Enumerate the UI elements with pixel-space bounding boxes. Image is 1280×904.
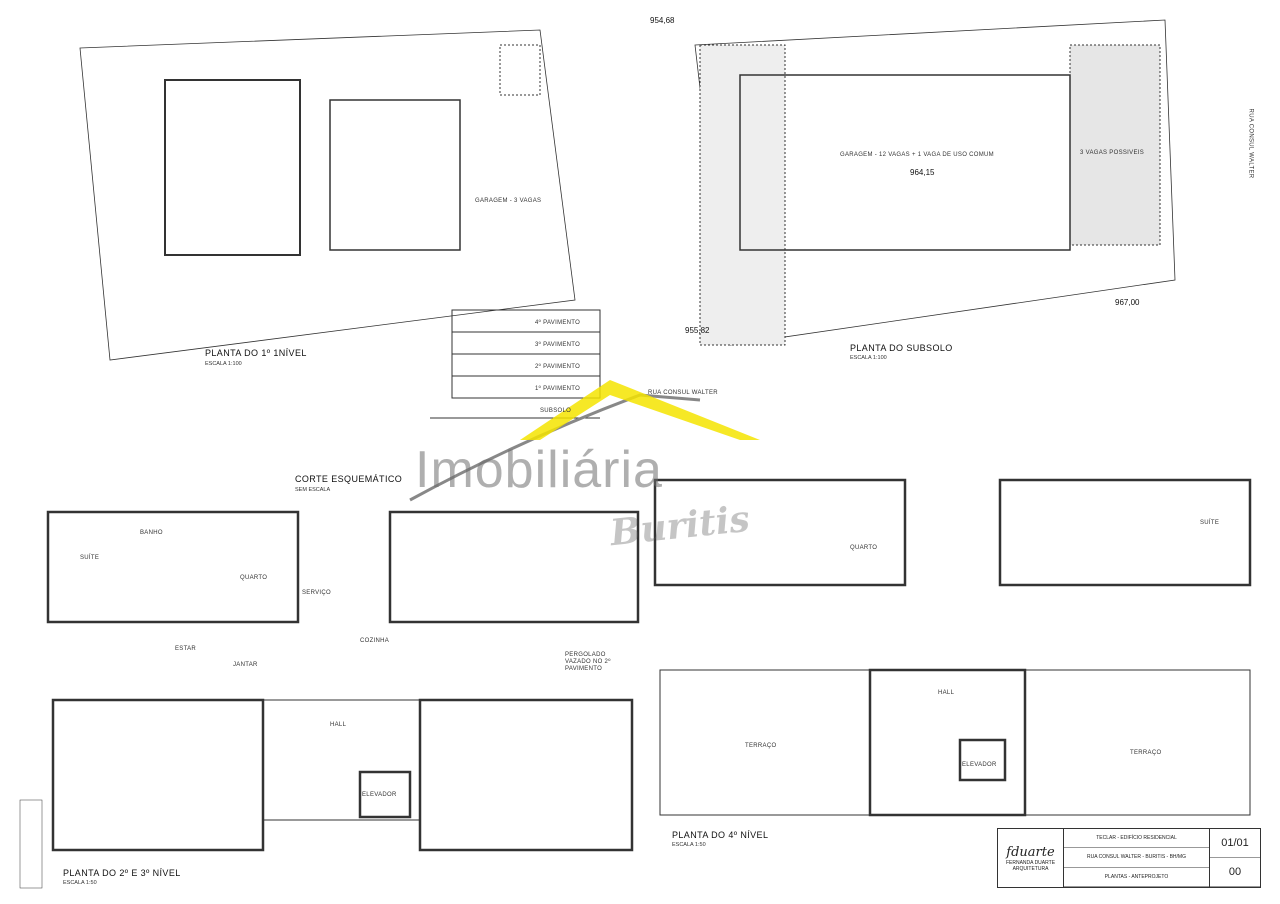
terrace-right	[1024, 669, 1251, 816]
basement-garden-left	[699, 44, 786, 346]
room-label: ELEVADOR	[962, 762, 997, 768]
sheet-content: PLANTAS - ANTEPROJETO	[1064, 868, 1209, 887]
room-label: HALL	[938, 690, 955, 696]
section-street: RUA CONSUL WALTER	[648, 390, 718, 396]
elevation-3: 967,00	[1115, 298, 1140, 307]
level23-outline	[46, 510, 640, 852]
elevation-1: 954,68	[650, 16, 675, 25]
room-label: ELEVADOR	[362, 792, 397, 798]
basement-title: PLANTA DO SUBSOLO	[850, 343, 953, 353]
elevation-2: 955,82	[685, 326, 710, 335]
sheet-number: 01/01	[1210, 829, 1260, 858]
firm-logo: fduarte FERNANDA DUARTE ARQUITETURA	[998, 829, 1064, 887]
room-label: JANTAR	[233, 662, 258, 668]
title-block: fduarte FERNANDA DUARTE ARQUITETURA TECL…	[997, 828, 1261, 888]
level23-title: PLANTA DO 2º E 3º NÍVEL	[63, 868, 181, 878]
room-label: SERVIÇO	[302, 590, 331, 596]
level4-scale: ESCALA 1:50	[672, 842, 706, 848]
level23-scale: ESCALA 1:50	[63, 880, 97, 886]
section-floor: 3º PAVIMENTO	[535, 342, 581, 348]
room-label: BANHO	[140, 530, 163, 536]
basement-garage: GARAGEM - 12 VAGAS + 1 VAGA DE USO COMUM	[840, 152, 994, 158]
basement-scale: ESCALA 1:100	[850, 355, 887, 361]
legend-table	[19, 799, 43, 889]
room-label: QUARTO	[850, 545, 878, 551]
room-label: HALL	[330, 722, 347, 728]
watermark-text: Imobiliária	[415, 441, 663, 499]
level4-title: PLANTA DO 4º NÍVEL	[672, 830, 769, 840]
firm-name: FERNANDA DUARTE ARQUITETURA	[1005, 859, 1056, 872]
site-outline-level1	[79, 29, 576, 361]
level1-title: PLANTA DO 1º 1NÍVEL	[205, 348, 307, 358]
basement-elevation: 964,15	[910, 168, 935, 177]
revision: 00	[1210, 858, 1260, 887]
section-floor: 2º PAVIMENTO	[535, 364, 581, 370]
room-label: SUÍTE	[1200, 520, 1220, 526]
watermark-roof	[520, 380, 760, 440]
logo-signature: fduarte	[1006, 844, 1055, 860]
section-floor: 4º PAVIMENTO	[535, 320, 581, 326]
basement-extra: 3 VAGAS POSSIVEIS	[1080, 150, 1145, 156]
room-label: TERRAÇO	[745, 743, 777, 749]
terrace-left	[659, 669, 871, 816]
section-floor: 1º PAVIMENTO	[535, 386, 581, 392]
section-title: CORTE ESQUEMÁTICO	[295, 474, 403, 484]
room-label: QUARTO	[240, 575, 268, 581]
section-floor: SUBSOLO	[540, 408, 572, 414]
level1-scale: ESCALA 1:100	[205, 361, 242, 367]
pergola-label: PERGOLADO VAZADO NO 2º PAVIMENTO	[565, 652, 611, 672]
basement-garden-right	[1069, 44, 1161, 246]
room-label: SUÍTE	[80, 555, 100, 561]
room-label: ESTAR	[175, 646, 197, 652]
project-name: TECLAR - EDIFÍCIO RESIDENCIAL	[1064, 829, 1209, 849]
section-terrain	[409, 393, 701, 502]
level1-garage: GARAGEM - 3 VAGAS	[475, 198, 542, 204]
street-label: RUA CONSUL WALTER	[1247, 108, 1254, 179]
project-address: RUA CONSUL WALTER - BURITIS - BH/MG	[1064, 848, 1209, 868]
room-label: TERRAÇO	[1130, 750, 1162, 756]
section-scale: SEM ESCALA	[295, 487, 331, 493]
level1-building	[164, 79, 301, 256]
basement-building	[739, 74, 1071, 251]
level1-garage-area	[329, 99, 461, 251]
room-label: COZINHA	[360, 638, 390, 644]
level1-garden	[499, 44, 541, 96]
